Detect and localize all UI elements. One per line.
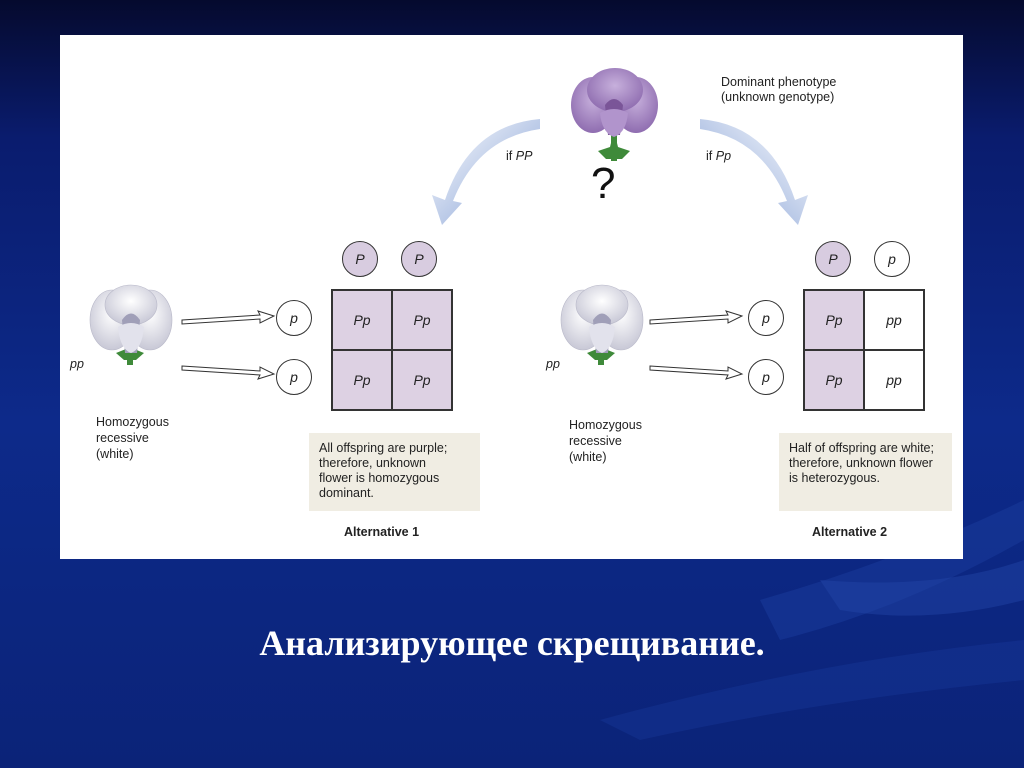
alt2-flower-genotype: pp xyxy=(546,357,560,371)
alt2-flower-label-1: Homozygous xyxy=(569,418,642,432)
purple-flower-icon xyxy=(571,68,658,161)
alt1-note-line: All offspring are purple; xyxy=(319,441,448,455)
gamete-arrow-right-1 xyxy=(649,310,744,325)
if-pp-het-prefix: if xyxy=(706,149,716,163)
alt1-flower-label-3: (white) xyxy=(96,447,134,461)
figure-panel: Dominant phenotype (unknown genotype) if… xyxy=(60,35,963,559)
if-pp-het-label: if Pp xyxy=(706,149,731,164)
allele-top-1-2: P xyxy=(401,241,437,277)
punnett-2-cell: pp xyxy=(864,290,924,350)
punnett-1-cell: Pp xyxy=(332,350,392,410)
allele-top-2-1: P xyxy=(815,241,851,277)
punnett-1-cell: Pp xyxy=(392,290,452,350)
gamete-arrow-left-1 xyxy=(181,310,276,325)
alt2-note: Half of offspring are white; therefore, … xyxy=(779,433,952,511)
alt2-flower-label-3: (white) xyxy=(569,450,607,464)
alternative-1-title: Alternative 1 xyxy=(344,525,420,539)
if-pp-prefix: if xyxy=(506,149,516,163)
alt1-flower-genotype: pp xyxy=(70,357,84,371)
punnett-1-cell: Pp xyxy=(332,290,392,350)
alt1-flower-label-2: recessive xyxy=(96,431,149,445)
alt1-note-line: dominant. xyxy=(319,486,374,500)
arrow-to-alternative-1 xyxy=(432,119,540,225)
allele-side-1-2: p xyxy=(276,359,312,395)
alt1-note-line: flower is homozygous xyxy=(319,471,440,485)
figure-graphics xyxy=(89,68,808,380)
punnett-square-2: Pp pp Pp pp xyxy=(803,289,925,411)
gamete-arrow-left-2 xyxy=(181,365,276,380)
question-mark: ? xyxy=(591,159,616,208)
alt1-note: All offspring are purple; therefore, unk… xyxy=(309,433,480,511)
punnett-2-cell: pp xyxy=(864,350,924,410)
allele-side-2-2: p xyxy=(748,359,784,395)
alt1-note-line: therefore, unknown xyxy=(319,456,427,470)
top-flower-label-line1: Dominant phenotype xyxy=(721,75,837,89)
alt2-note-line: therefore, unknown flower xyxy=(789,456,933,470)
white-flower-icon-left xyxy=(89,284,173,365)
alt1-flower-label-1: Homozygous xyxy=(96,415,169,429)
if-pp-genotype: PP xyxy=(515,149,533,163)
punnett-square-1: Pp Pp Pp Pp xyxy=(331,289,453,411)
if-pp-label: if PP xyxy=(506,149,532,164)
allele-top-1-1: P xyxy=(342,241,378,277)
alternative-2-title: Alternative 2 xyxy=(812,525,888,539)
punnett-2-cell: Pp xyxy=(804,350,864,410)
alt2-note-line: is heterozygous. xyxy=(789,471,881,485)
gamete-arrow-right-2 xyxy=(649,365,744,380)
punnett-2-cell: Pp xyxy=(804,290,864,350)
slide-title: Анализирующее скрещивание. xyxy=(259,623,765,663)
white-flower-icon-right xyxy=(560,284,644,365)
top-flower-label-line2: (unknown genotype) xyxy=(721,90,835,104)
alt2-flower-label-2: recessive xyxy=(569,434,622,448)
allele-side-1-1: p xyxy=(276,300,312,336)
arrow-to-alternative-2 xyxy=(700,119,808,225)
allele-top-2-2: p xyxy=(874,241,910,277)
punnett-1-cell: Pp xyxy=(392,350,452,410)
if-pp-het-genotype: Pp xyxy=(715,149,732,163)
alt2-note-line: Half of offspring are white; xyxy=(789,441,934,455)
allele-side-2-1: p xyxy=(748,300,784,336)
